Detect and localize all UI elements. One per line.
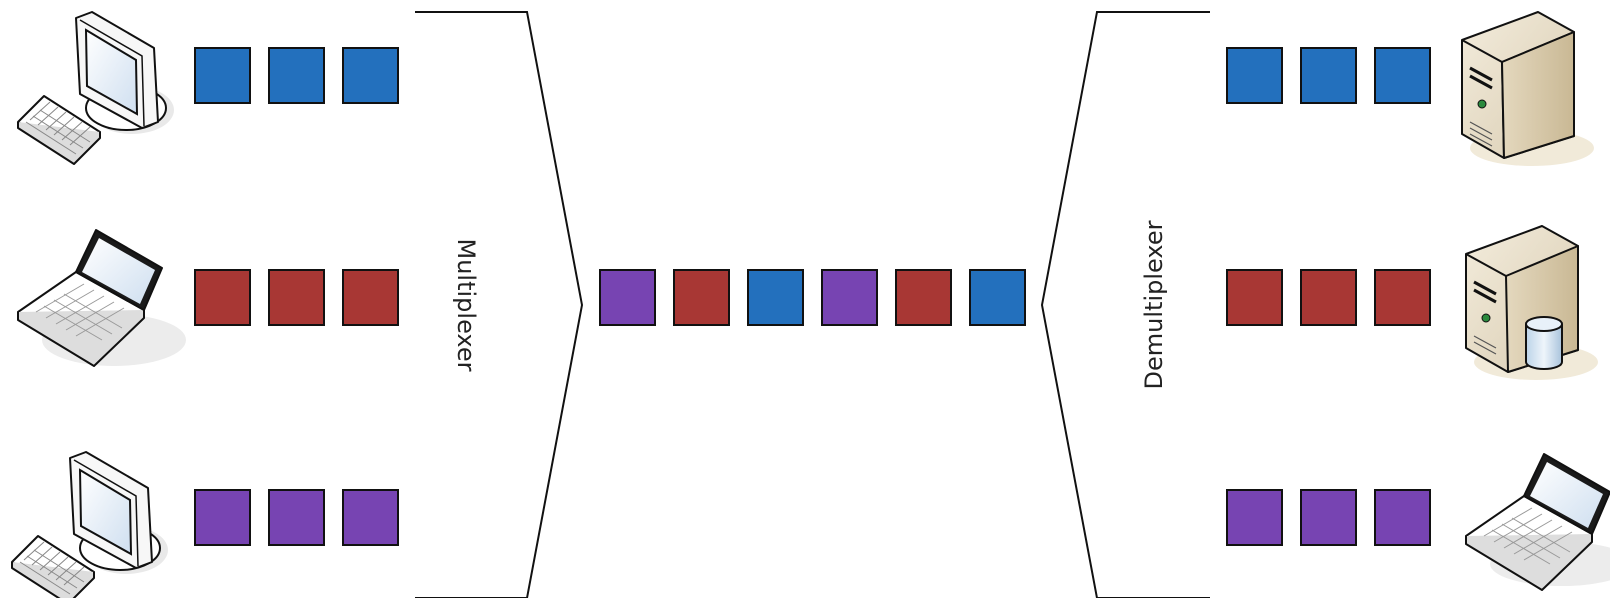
multiplexer-block	[415, 12, 582, 598]
multiplexer-label: Multiplexer	[452, 238, 480, 371]
demultiplexer-block	[1042, 12, 1210, 598]
input-packet-red	[195, 270, 250, 325]
multiplexed-packet-blue	[748, 270, 803, 325]
input-packet-blue	[269, 48, 324, 103]
output-packet-blue	[1375, 48, 1430, 103]
desktop-computer-icon	[18, 12, 174, 164]
multiplexed-packet-red	[896, 270, 951, 325]
output-packet-red	[1375, 270, 1430, 325]
input-packet-blue	[343, 48, 398, 103]
server-icon	[1462, 12, 1594, 166]
output-packet-red	[1301, 270, 1356, 325]
output-packet-purple	[1227, 490, 1282, 545]
input-packet-purple	[195, 490, 250, 545]
input-packet-purple	[343, 490, 398, 545]
output-packet-purple	[1301, 490, 1356, 545]
packet-layer	[195, 48, 1430, 545]
laptop-icon	[1466, 454, 1610, 590]
database-cylinder-icon	[1526, 317, 1562, 369]
multiplexed-packet-purple	[600, 270, 655, 325]
output-packet-red	[1227, 270, 1282, 325]
multiplexed-packet-red	[674, 270, 729, 325]
laptop-icon	[18, 230, 186, 366]
demultiplexer-label: Demultiplexer	[1140, 220, 1168, 389]
database-server-icon	[1466, 226, 1598, 380]
output-packet-purple	[1375, 490, 1430, 545]
input-packet-purple	[269, 490, 324, 545]
multiplexed-packet-blue	[970, 270, 1025, 325]
multiplexed-packet-purple	[822, 270, 877, 325]
output-packet-blue	[1301, 48, 1356, 103]
output-packet-blue	[1227, 48, 1282, 103]
input-packet-red	[343, 270, 398, 325]
desktop-computer-icon	[12, 452, 168, 598]
input-packet-blue	[195, 48, 250, 103]
input-packet-red	[269, 270, 324, 325]
